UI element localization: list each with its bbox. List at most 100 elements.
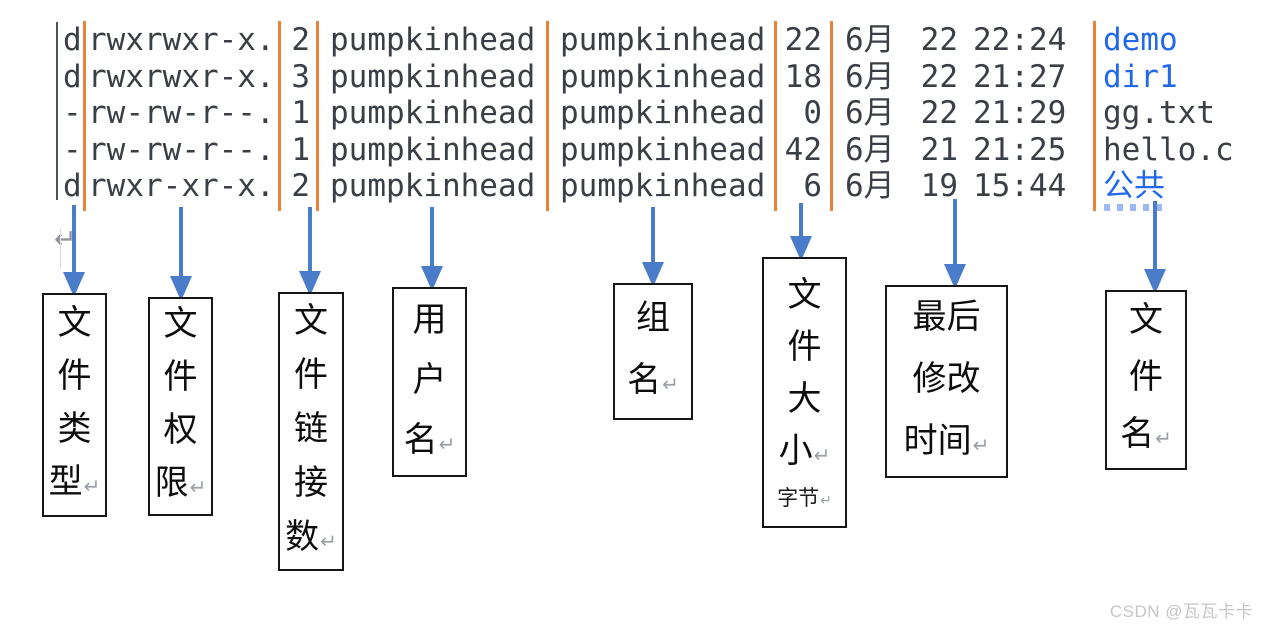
- ls-col-group: pumpkinhead: [560, 22, 766, 58]
- pointer-arrow: [642, 207, 664, 287]
- label-text: 文: [787, 275, 822, 314]
- pointer-arrow: [170, 207, 192, 301]
- label-line: 文: [788, 269, 822, 321]
- label-line: 户: [413, 350, 447, 410]
- label-text: 接: [294, 464, 328, 502]
- pointer-arrow: [299, 207, 321, 296]
- ls-col-type: d: [63, 58, 82, 95]
- label-text: 文: [294, 302, 328, 340]
- label-line: 限↵: [155, 457, 207, 515]
- arrow-shaft: [1153, 201, 1157, 269]
- terminal-left-border: [56, 22, 58, 200]
- column-separator: [774, 21, 777, 211]
- ls-col-month: 6月: [845, 22, 895, 58]
- annotation-box-file-link-count: 文件链接数↵: [278, 292, 344, 571]
- arrow-head-icon: [1144, 269, 1166, 294]
- label-line: 件: [1129, 349, 1163, 406]
- label-text: 件: [1129, 358, 1163, 396]
- label-text: 数: [285, 518, 320, 556]
- label-text: 类: [57, 409, 92, 448]
- pointer-arrow: [63, 205, 85, 297]
- label-text: 户: [412, 360, 447, 399]
- label-line: 件: [294, 348, 328, 402]
- ls-col-links: 1: [291, 95, 310, 131]
- ls-col-time: 21:27: [973, 58, 1067, 95]
- arrow-shaft: [72, 205, 76, 272]
- annotation-box-file-type: 文件类型↵: [42, 293, 107, 517]
- ls-col-size: 42: [784, 131, 822, 168]
- label-text: 修改: [912, 360, 981, 398]
- return-mark: ↵: [438, 433, 456, 456]
- label-text: 组: [636, 299, 670, 337]
- ls-col-name: demo: [1103, 22, 1178, 58]
- ls-col-time: 15:44: [973, 168, 1067, 204]
- label-line: 文: [294, 294, 328, 348]
- ls-col-day: 21: [920, 131, 958, 168]
- ls-col-month: 6月: [845, 95, 895, 131]
- arrow-head-icon: [421, 266, 443, 291]
- ls-col-size: 18: [784, 58, 822, 95]
- label-text: 用: [412, 300, 447, 339]
- ls-col-day: 22: [920, 95, 958, 131]
- arrow-shaft: [179, 207, 183, 276]
- ls-col-perms: rw-rw-r--.: [88, 95, 275, 131]
- ls-col-group: pumpkinhead: [560, 95, 766, 131]
- label-line: 件: [788, 321, 822, 373]
- ls-col-size: 6: [803, 168, 822, 204]
- label-line: 名↵: [1120, 406, 1172, 468]
- label-text: 名: [403, 420, 438, 459]
- label-line: 最后: [913, 286, 981, 348]
- ls-col-links: 2: [291, 22, 310, 58]
- arrow-shaft: [953, 199, 957, 264]
- ls-col-type: d: [63, 168, 82, 204]
- ls-col-links: 2: [291, 168, 310, 204]
- arrow-head-icon: [642, 262, 664, 287]
- label-line: 型↵: [49, 456, 101, 514]
- label-text: 权: [163, 411, 198, 449]
- ls-col-day: 22: [920, 58, 958, 95]
- label-text: 件: [294, 356, 328, 394]
- label-text: 限: [154, 464, 189, 502]
- annotation-box-group-name: 组名↵: [613, 283, 693, 420]
- label-line: 名↵: [404, 410, 456, 475]
- ls-col-time: 21:29: [973, 95, 1067, 131]
- pointer-arrow: [421, 207, 443, 291]
- label-line: 权: [164, 404, 198, 457]
- ls-col-size: 22: [784, 22, 822, 58]
- arrow-head-icon: [170, 276, 192, 301]
- label-text: 文: [163, 305, 198, 343]
- label-line: 时间↵: [904, 410, 990, 477]
- label-text: 名: [1120, 415, 1155, 453]
- ls-col-owner: pumpkinhead: [330, 131, 536, 168]
- label-text: 时间: [903, 422, 972, 460]
- column-separator: [1093, 21, 1096, 211]
- ls-col-owner: pumpkinhead: [330, 95, 536, 131]
- return-mark: ↵: [662, 374, 679, 396]
- ls-col-group: pumpkinhead: [560, 168, 766, 204]
- annotation-box-file-name: 文件名↵: [1105, 290, 1187, 470]
- ls-col-day: 19: [920, 168, 958, 204]
- arrow-head-icon: [944, 264, 966, 289]
- arrow-head-icon: [63, 272, 85, 297]
- annotation-box-last-modified-time: 最后修改时间↵: [885, 285, 1008, 478]
- label-text: 大: [787, 379, 822, 418]
- ls-col-owner: pumpkinhead: [330, 58, 536, 95]
- label-line: 链: [294, 402, 328, 456]
- ls-col-type: -: [63, 131, 82, 168]
- ls-col-links: 3: [291, 58, 310, 95]
- arrow-head-icon: [790, 236, 812, 261]
- pointer-arrow: [790, 203, 812, 261]
- label-line: 组: [636, 287, 670, 349]
- label-text: 字节: [777, 486, 820, 510]
- ls-col-time: 21:25: [973, 131, 1067, 168]
- label-text: 件: [787, 327, 822, 366]
- label-line: 修改: [913, 348, 981, 410]
- label-line: 类: [58, 403, 92, 456]
- arrow-head-icon: [299, 271, 321, 296]
- ls-col-perms: rwxrwxr-x.: [88, 58, 275, 95]
